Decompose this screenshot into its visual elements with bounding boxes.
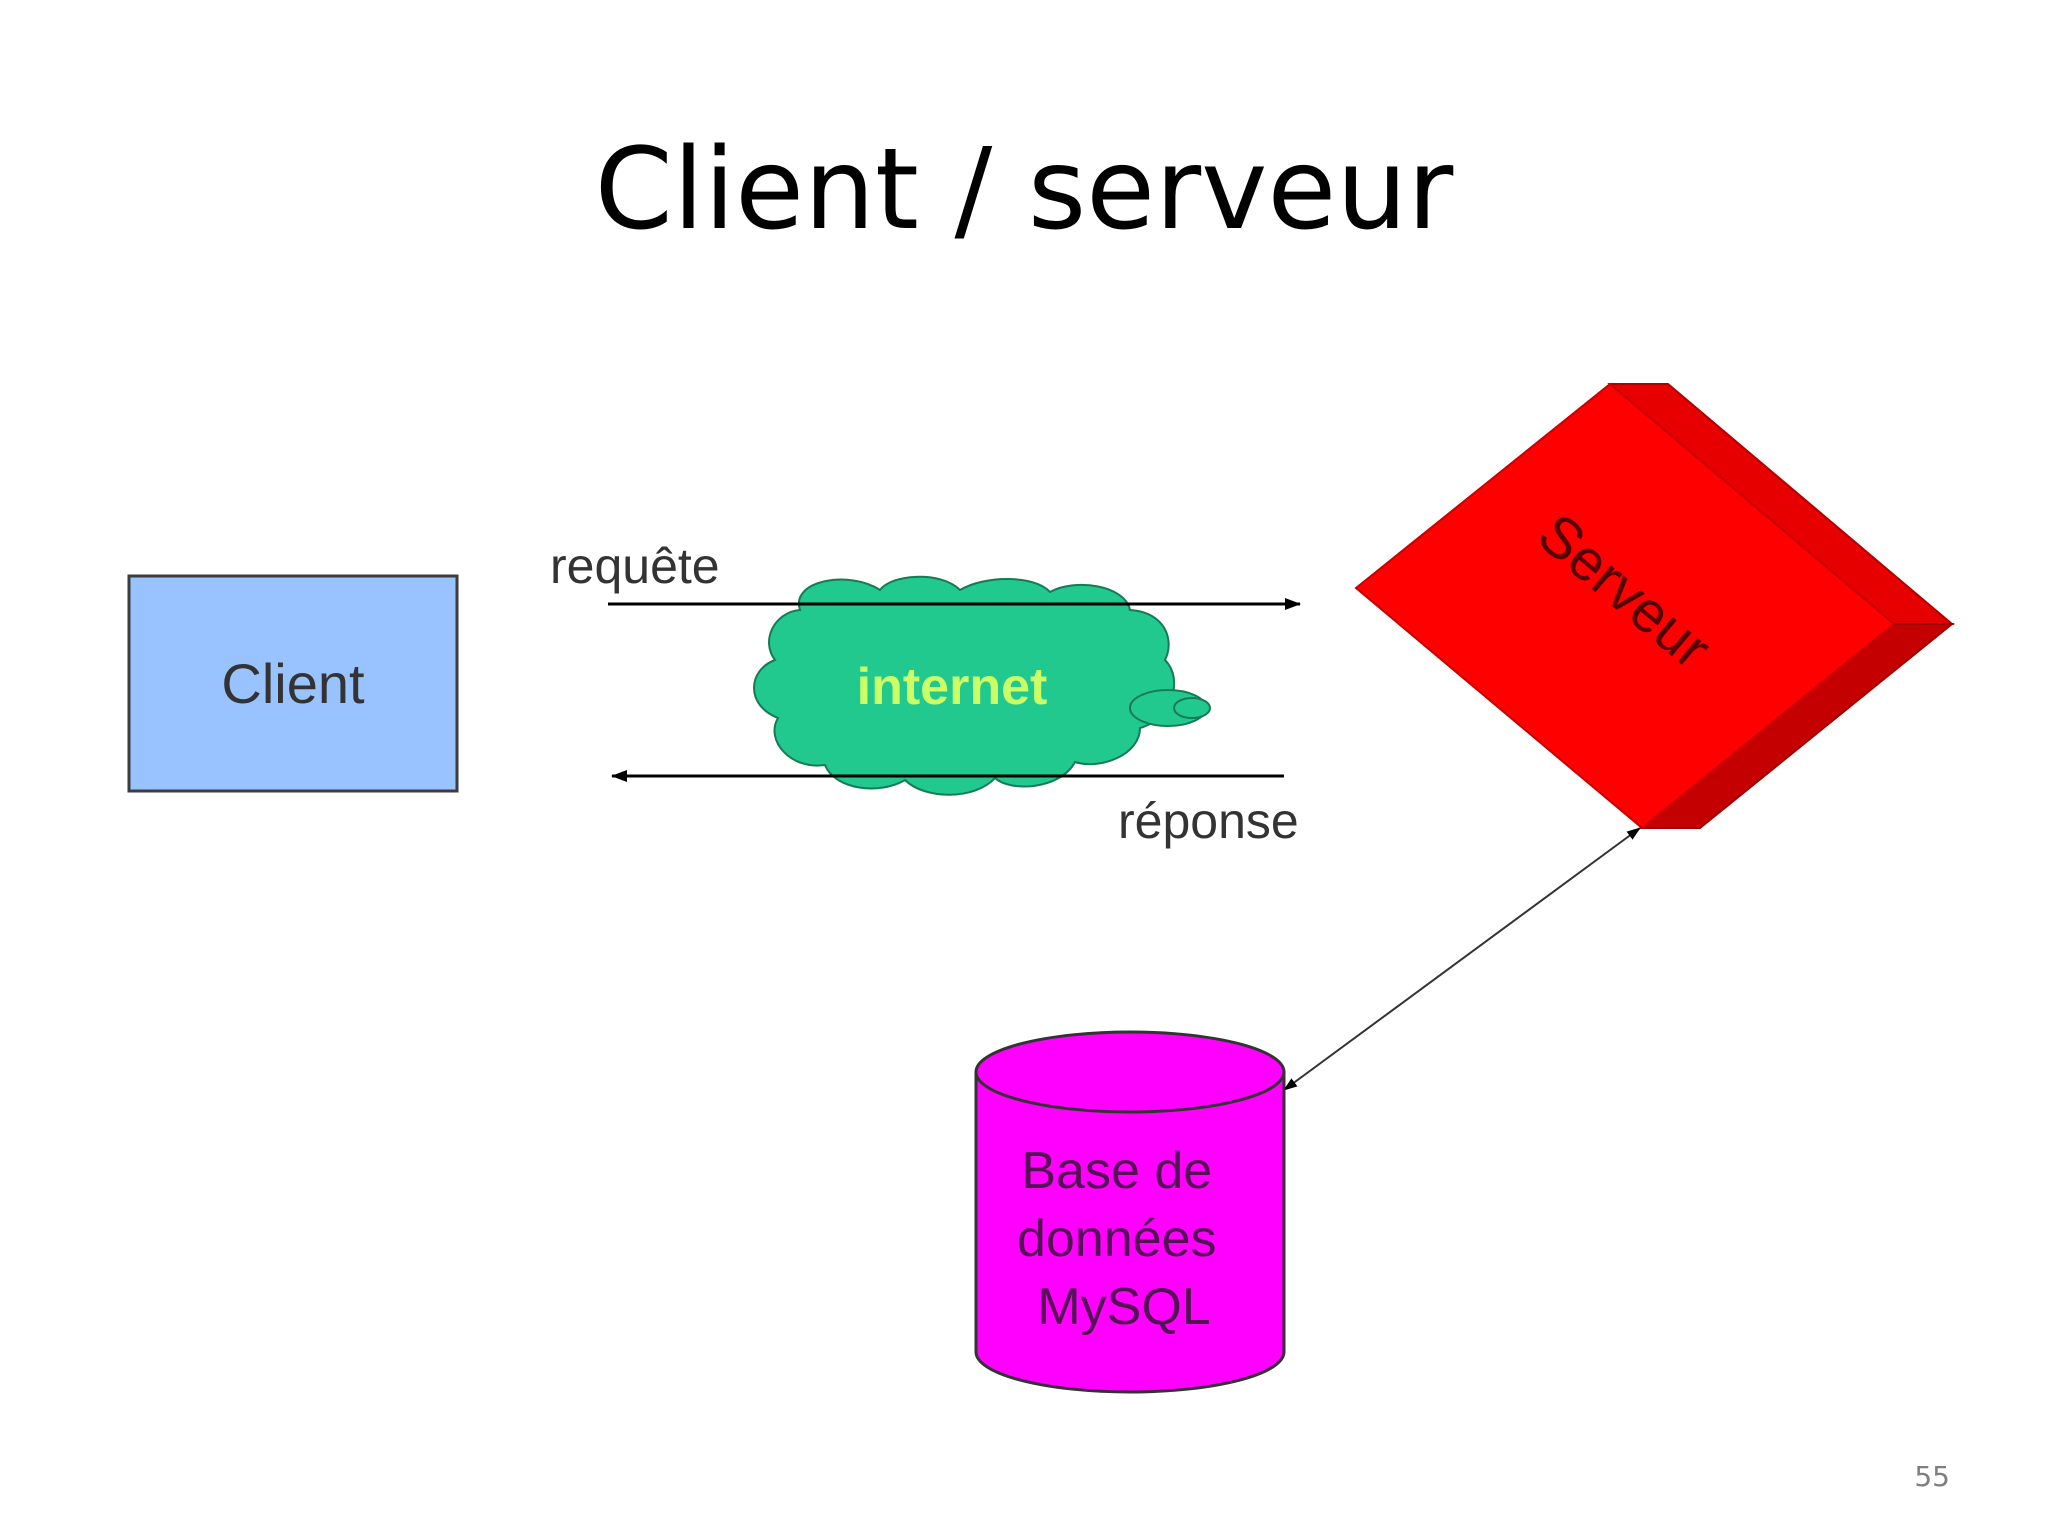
cloud-shape	[753, 575, 1175, 796]
response-label: réponse	[1118, 793, 1299, 849]
database-label-line-2: données	[1017, 1210, 1217, 1268]
server-node: Serveur	[1354, 382, 1955, 830]
request-arrow: requête	[550, 538, 1301, 610]
cloud-puff-small	[1173, 697, 1211, 719]
database-label: Base de données MySQL	[1017, 1142, 1231, 1336]
server-front	[1354, 382, 1896, 830]
client-node: Client	[127, 574, 459, 793]
request-label: requête	[550, 538, 720, 594]
internet-cloud: internet	[753, 575, 1211, 796]
internet-label: internet	[857, 658, 1048, 716]
database-label-line-3: MySQL	[1037, 1278, 1210, 1336]
client-label: Client	[221, 652, 365, 715]
database-body	[974, 1072, 1286, 1394]
page-number: 55	[1914, 1460, 1950, 1493]
slide-title: Client / serveur	[594, 125, 1454, 255]
response-arrow: réponse	[611, 770, 1299, 849]
database-label-line-1: Base de	[1021, 1142, 1212, 1200]
database-node: Base de données MySQL	[974, 1030, 1286, 1394]
client-box	[127, 574, 459, 793]
server-database-link	[1283, 827, 1641, 1091]
database-top	[974, 1030, 1286, 1114]
